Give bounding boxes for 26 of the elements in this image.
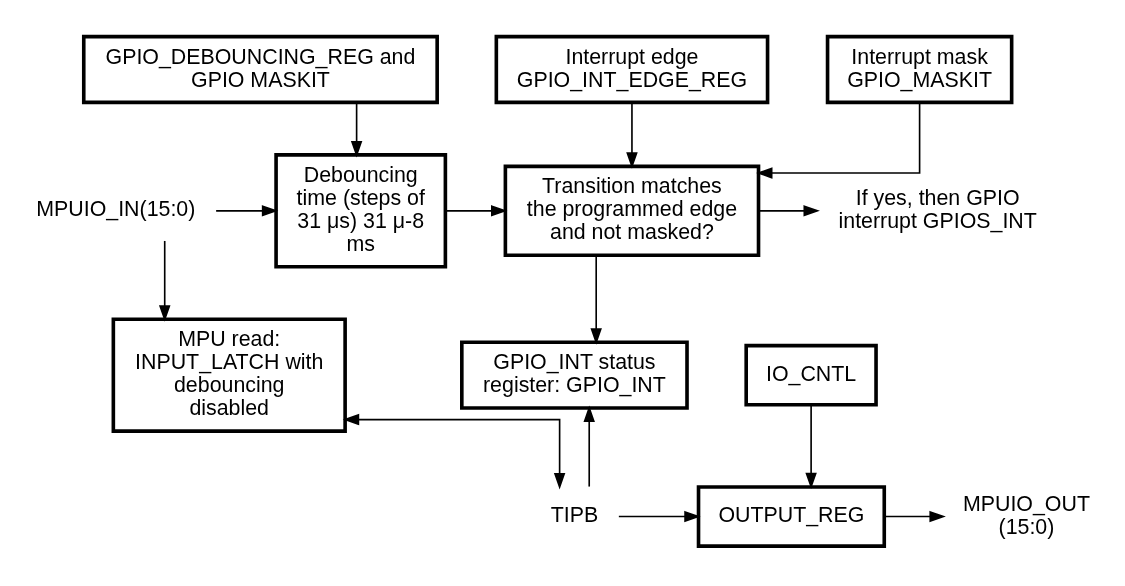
arrow	[618, 510, 701, 523]
arrow	[350, 102, 363, 158]
arrow	[805, 404, 817, 490]
arrow	[626, 102, 638, 169]
node-box: Interrupt edge GPIO_INT_EDGE_REG	[494, 34, 770, 105]
node-box: GPIO_INT status register: GPIO_INT	[460, 340, 689, 410]
node-box: OUTPUT_REG	[696, 485, 887, 548]
node-box: Debouncing time (steps of 31 μs) 31 μ-8 ms	[274, 153, 448, 269]
arrow	[758, 205, 820, 217]
node-box: MPU read: INPUT_LATCH with debouncing disabled	[111, 317, 347, 433]
node-text: If yes, then GPIO interrupt GPIOS_INT	[838, 185, 1037, 233]
arrow	[583, 405, 595, 488]
node-text: TIPB	[550, 503, 599, 528]
node-text: MPUIO_IN(15:0)	[36, 197, 196, 222]
arrow	[883, 510, 946, 523]
arrow	[756, 101, 921, 179]
node-box: Interrupt mask GPIO_MASKIT	[825, 34, 1014, 105]
node-box: GPIO_DEBOUNCING_REG and GPIO MASKIT	[81, 34, 439, 105]
arrow	[342, 413, 566, 490]
node-box: IO_CNTL	[744, 343, 878, 407]
arrow	[590, 254, 602, 345]
arrow	[158, 240, 171, 322]
arrow	[215, 205, 279, 217]
node-box: Transition matches the programmed edge and not masked?	[503, 164, 761, 257]
node-text: MPUIO_OUT (15:0)	[962, 491, 1090, 539]
arrow	[444, 205, 508, 217]
